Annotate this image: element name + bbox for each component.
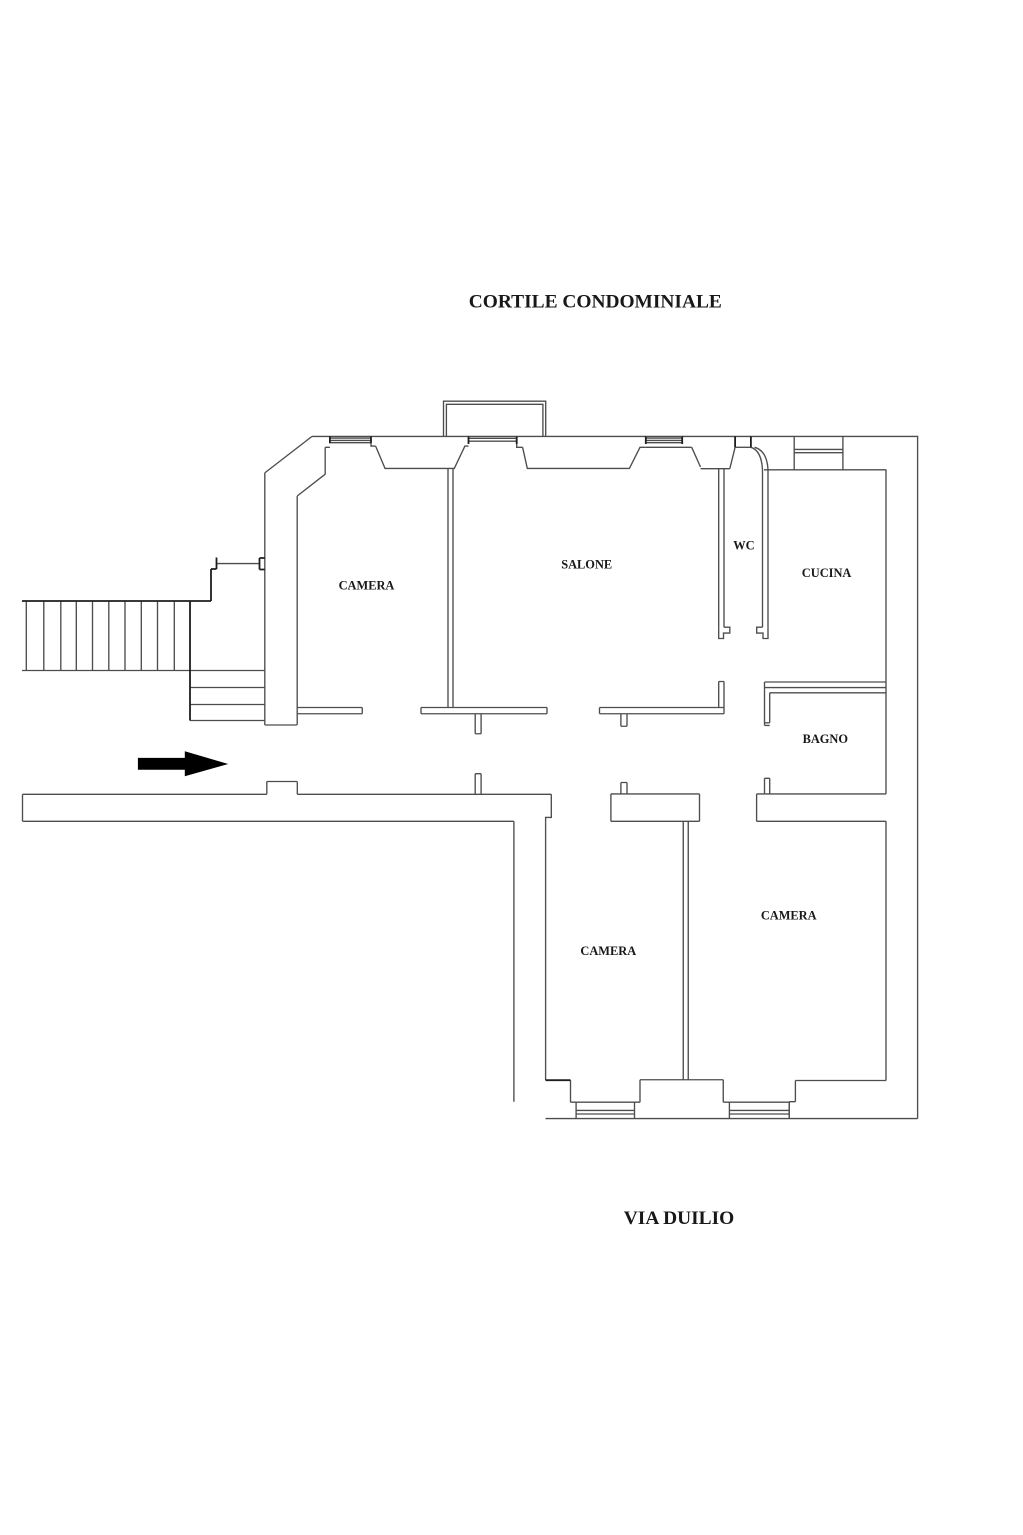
svg-text:CAMERA: CAMERA	[761, 909, 817, 923]
svg-text:CORTILE CONDOMINIALE: CORTILE CONDOMINIALE	[469, 292, 722, 313]
svg-text:CAMERA: CAMERA	[339, 579, 395, 593]
svg-text:VIA DUILIO: VIA DUILIO	[624, 1208, 734, 1229]
svg-text:WC: WC	[733, 539, 754, 553]
svg-text:BAGNO: BAGNO	[803, 732, 849, 746]
svg-text:CAMERA: CAMERA	[580, 944, 636, 958]
svg-text:SALONE: SALONE	[561, 558, 612, 572]
svg-text:CUCINA: CUCINA	[802, 566, 852, 580]
